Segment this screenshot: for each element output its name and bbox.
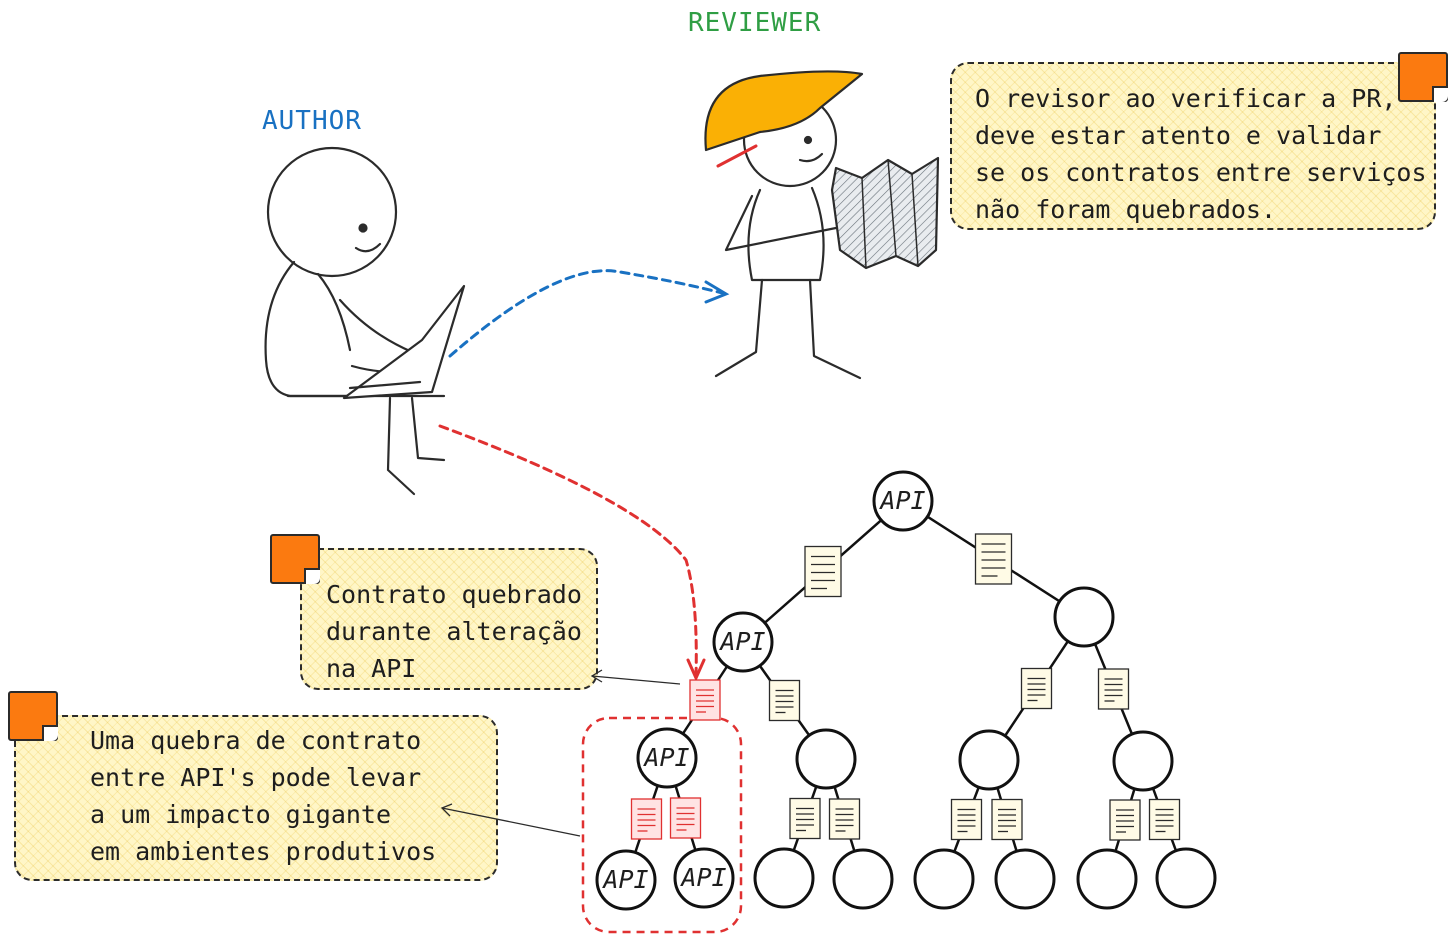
broken-contract-doc-icon bbox=[689, 679, 721, 721]
contract-doc-icon bbox=[974, 533, 1013, 585]
api-node-label: API bbox=[718, 627, 765, 656]
broken-contract-note-text: Contrato quebrado durante alteração na A… bbox=[326, 580, 582, 683]
api-node: API bbox=[673, 847, 735, 909]
api-node-label: API bbox=[878, 486, 925, 515]
api-node-label: API bbox=[642, 743, 689, 772]
api-node: API bbox=[712, 611, 774, 673]
service-node bbox=[795, 728, 857, 790]
service-node bbox=[832, 848, 894, 910]
service-node bbox=[1076, 848, 1138, 910]
service-node bbox=[753, 847, 815, 909]
contract-doc-icon bbox=[804, 545, 842, 598]
api-node: API bbox=[595, 849, 657, 911]
service-node bbox=[1112, 730, 1174, 792]
cluster-to-impact-arrow bbox=[440, 803, 581, 837]
broken-contract-doc-icon bbox=[630, 798, 663, 840]
broken-contract-doc-icon bbox=[669, 797, 702, 839]
reviewer-note-text: O revisor ao verificar a PR, deve estar … bbox=[975, 84, 1427, 224]
author-to-reviewer-arrow bbox=[448, 269, 730, 358]
impact-note bbox=[14, 715, 498, 881]
reviewer-figure-icon bbox=[704, 70, 940, 380]
reviewer-label: REVIEWER bbox=[688, 8, 822, 38]
author-label: AUTHOR bbox=[262, 106, 362, 136]
contract-to-note-arrow bbox=[590, 669, 681, 685]
contract-doc-icon bbox=[768, 679, 801, 722]
author-to-broken-contract-arrow bbox=[438, 424, 706, 682]
contract-doc-icon bbox=[1148, 798, 1181, 841]
service-node bbox=[994, 848, 1056, 910]
service-node bbox=[1053, 586, 1115, 648]
broken-contract-sticky-icon bbox=[270, 534, 320, 584]
impact-note-text: Uma quebra de contrato entre API's pode … bbox=[90, 726, 437, 866]
contract-doc-icon bbox=[1097, 668, 1130, 710]
reviewer-sticky-icon bbox=[1398, 52, 1448, 102]
contract-doc-icon bbox=[1020, 667, 1053, 710]
tree-documents bbox=[630, 533, 1181, 841]
contract-doc-icon bbox=[991, 798, 1023, 841]
contract-doc-icon bbox=[789, 797, 821, 840]
service-node bbox=[958, 729, 1020, 791]
api-node-label: API bbox=[679, 863, 726, 892]
service-node bbox=[913, 848, 975, 910]
contract-doc-icon bbox=[828, 798, 861, 840]
impact-cluster-highlight bbox=[581, 716, 743, 934]
tree-nodes: API API API API API bbox=[595, 470, 1217, 911]
api-node: API bbox=[636, 727, 698, 789]
broken-contract-note bbox=[300, 548, 598, 690]
author-figure-icon bbox=[264, 146, 466, 496]
impact-sticky-icon bbox=[8, 691, 58, 741]
contract-doc-icon bbox=[950, 798, 983, 841]
api-node-label: API bbox=[601, 865, 648, 894]
api-node: API bbox=[872, 470, 934, 532]
service-node bbox=[1155, 847, 1217, 909]
contract-doc-icon bbox=[1109, 799, 1141, 841]
reviewer-note bbox=[950, 62, 1436, 230]
